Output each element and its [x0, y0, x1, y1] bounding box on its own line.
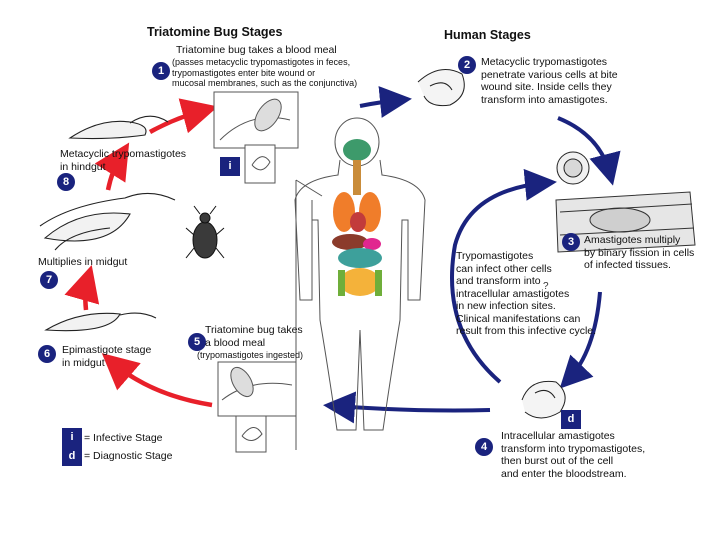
parasite-sketches-left — [39, 115, 176, 332]
arrow-5-to-6 — [101, 353, 213, 408]
step-1-title: Triatomine bug takes a blood meal — [176, 44, 337, 56]
arrow-6-to-7 — [64, 265, 100, 311]
arrow-4-to-5 — [323, 391, 491, 424]
arrow-7-to-8 — [94, 142, 130, 191]
step-5-detail: (trypomastigotes ingested) — [197, 350, 304, 360]
legend-diagnostic-marker: d — [62, 447, 82, 466]
step-2-badge: 2 — [458, 56, 476, 74]
human-organs — [332, 139, 382, 296]
infective-stage-marker: i — [220, 157, 240, 176]
step-1-detail: (passes metacyclic trypomastigotes in fe… — [172, 57, 358, 88]
bug-stages-heading: Triatomine Bug Stages — [147, 25, 283, 39]
step-5-badge: 5 — [188, 333, 206, 351]
triatomine-bug-illustration — [185, 205, 225, 259]
infected-cell-sketch — [556, 151, 590, 185]
step-8-badge: 8 — [57, 173, 75, 191]
step-1-badge: 1 — [152, 62, 170, 80]
legend-diagnostic-label: = Diagnostic Stage — [84, 450, 173, 462]
legend-infective-marker: i — [62, 428, 82, 447]
question-marker: ? — [543, 281, 549, 292]
step-2-text: Metacyclic trypomastigotes penetrate var… — [481, 56, 618, 106]
blood-meal-panel-top — [213, 91, 299, 184]
blood-meal-panel-bottom — [217, 361, 297, 453]
arrow-1-to-2 — [359, 86, 412, 118]
legend-infective-label: = Infective Stage — [84, 432, 163, 444]
step-3-badge: 3 — [562, 233, 580, 251]
step-4-text: Intracellular amastigotes transform into… — [501, 430, 646, 480]
arrow-3-to-4 — [559, 291, 602, 389]
step-7-text: Multiplies in midgut — [38, 256, 128, 268]
arrow-2-to-3 — [557, 116, 621, 186]
trypomastigote-sketch — [417, 69, 465, 107]
reinfection-cycle-text: Trypomastigotes can infect other cells a… — [456, 250, 597, 337]
bursting-cell-sketch — [521, 380, 566, 419]
step-6-badge: 6 — [38, 345, 56, 363]
step-6-text: Epimastigote stage in midgut — [62, 344, 152, 369]
step-7-badge: 7 — [40, 271, 58, 289]
step-4-badge: 4 — [475, 438, 493, 456]
diagnostic-stage-marker: d — [561, 410, 581, 429]
step-5-title: Triatomine bug takes a blood meal — [205, 324, 303, 349]
muscle-tissue-sketch — [555, 191, 696, 253]
step-8-text: Metacyclic trypomastigotes in hindgut — [60, 148, 187, 173]
step-3-text: Amastigotes multiply by binary fission i… — [584, 234, 695, 271]
arrow-reinfection-cycle — [450, 168, 557, 384]
arrow-8-to-1 — [148, 98, 219, 134]
human-stages-heading: Human Stages — [444, 28, 531, 42]
